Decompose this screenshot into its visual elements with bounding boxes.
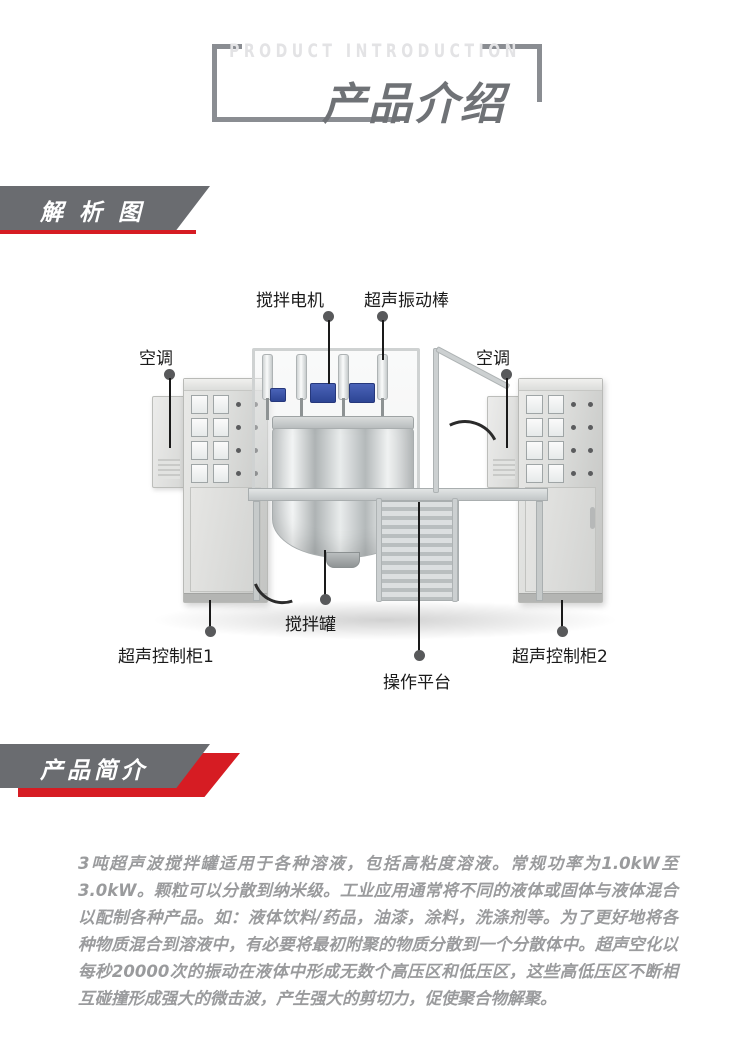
rod-neck <box>300 398 303 420</box>
label-mixing-tank: 搅拌罐 <box>285 615 336 635</box>
meter-display <box>212 395 229 414</box>
leader-line-cabinet-2 <box>561 600 563 628</box>
page-header: PRODUCT INTRODUCTION 产品介绍 <box>0 0 750 170</box>
platform-leg <box>536 501 543 601</box>
indicator-light-group <box>569 418 595 437</box>
indicator-light-group <box>569 395 595 414</box>
cabinet-top-strip <box>519 379 602 391</box>
ultrasonic-rod-unit <box>338 354 349 400</box>
stair-side-rail <box>376 498 382 602</box>
leader-line-stirring-motor <box>328 320 330 384</box>
meter-display <box>526 418 543 437</box>
product-description-paragraph: 3吨超声波搅拌罐适用于各种溶液，包括高粘度溶液。常规功率为1.0kW至3.0kW… <box>78 854 678 1008</box>
label-operating-platform: 操作平台 <box>383 673 451 693</box>
stair-steps <box>378 501 456 601</box>
bracket-top-right-stub <box>480 44 542 49</box>
header-bracket-frame <box>212 44 542 122</box>
meter-display <box>547 441 564 460</box>
machine-diagram: 搅拌电机 超声振动棒 空调 空调 超声控制柜1 超声控制柜2 搅拌罐 操作平台 <box>0 270 750 720</box>
leader-line-ultrasonic-rod <box>382 320 384 360</box>
meter-display <box>191 395 208 414</box>
cabinet-top-strip <box>184 379 267 391</box>
leader-line-mixing-tank <box>324 550 326 596</box>
meter-display <box>526 395 543 414</box>
operating-platform-deck <box>248 488 548 501</box>
control-cabinet-right <box>518 378 603 603</box>
banner-red-underline <box>0 230 196 234</box>
label-ultrasonic-rod: 超声振动棒 <box>364 291 449 311</box>
cabinet-meter-panel-left <box>191 395 260 483</box>
section-title-analysis: 解 析 图 <box>40 200 146 226</box>
header-eyebrow-text: PRODUCT INTRODUCTION <box>229 40 521 62</box>
cabinet-door-handle <box>590 507 595 529</box>
meter-display <box>212 441 229 460</box>
leader-dot-air-conditioner-left <box>164 369 175 380</box>
stirring-motor-unit <box>270 388 286 402</box>
cabinet-base <box>184 593 267 602</box>
air-conditioner-unit-right <box>487 396 521 488</box>
leader-line-air-conditioner-right <box>506 378 508 448</box>
section-title-intro: 产品简介 <box>40 758 148 784</box>
meter-display <box>191 464 208 483</box>
indicator-light-group <box>569 441 595 460</box>
cabinet-meter-panel-right <box>526 395 595 506</box>
rod-neck <box>266 398 269 420</box>
meter-display <box>526 464 543 483</box>
ultrasonic-rod-unit <box>377 354 388 400</box>
bracket-bottom-edge <box>212 117 400 122</box>
leader-line-operating-platform <box>418 502 420 652</box>
label-air-conditioner-right: 空调 <box>476 349 510 369</box>
cabinet-door <box>190 487 261 592</box>
meter-display <box>547 464 564 483</box>
floor-shadow <box>150 600 620 640</box>
meter-display <box>212 464 229 483</box>
rod-neck <box>342 398 345 420</box>
leader-dot-air-conditioner-right <box>501 369 512 380</box>
label-air-conditioner-left: 空调 <box>139 349 173 369</box>
meter-display <box>547 418 564 437</box>
meter-display <box>212 418 229 437</box>
banner-gray-shape <box>0 744 210 788</box>
banner-gray-shape <box>0 186 210 230</box>
leader-line-cabinet-1 <box>209 600 211 628</box>
meter-display <box>191 441 208 460</box>
bracket-right-edge <box>537 44 542 102</box>
meter-display <box>526 441 543 460</box>
stirring-motor-unit <box>349 383 375 403</box>
leader-dot-cabinet-1 <box>205 626 216 637</box>
leader-dot-ultrasonic-rod <box>377 311 388 322</box>
stirring-motor-unit <box>310 383 336 403</box>
label-ultrasonic-cabinet-1: 超声控制柜1 <box>118 647 214 667</box>
cabinet-base <box>519 593 602 602</box>
label-ultrasonic-cabinet-2: 超声控制柜2 <box>512 647 608 667</box>
bracket-top-left-stub <box>212 44 242 49</box>
leader-line-air-conditioner-left <box>169 378 171 448</box>
platform-leg <box>253 501 260 601</box>
stair-side-rail <box>452 498 458 602</box>
leader-dot-mixing-tank <box>320 594 331 605</box>
discharge-valve <box>326 552 360 568</box>
leader-dot-operating-platform <box>414 650 425 661</box>
bracket-left-edge <box>212 44 217 122</box>
indicator-light-group <box>569 464 595 483</box>
label-stirring-motor: 搅拌电机 <box>256 291 324 311</box>
rod-neck <box>381 398 384 420</box>
machine-illustration <box>0 270 750 720</box>
page-title: 产品介绍 <box>322 79 506 130</box>
meter-display <box>191 418 208 437</box>
leader-dot-cabinet-2 <box>557 626 568 637</box>
ultrasonic-rod-unit <box>296 354 307 400</box>
leader-dot-stirring-motor <box>323 311 334 322</box>
meter-display <box>547 395 564 414</box>
